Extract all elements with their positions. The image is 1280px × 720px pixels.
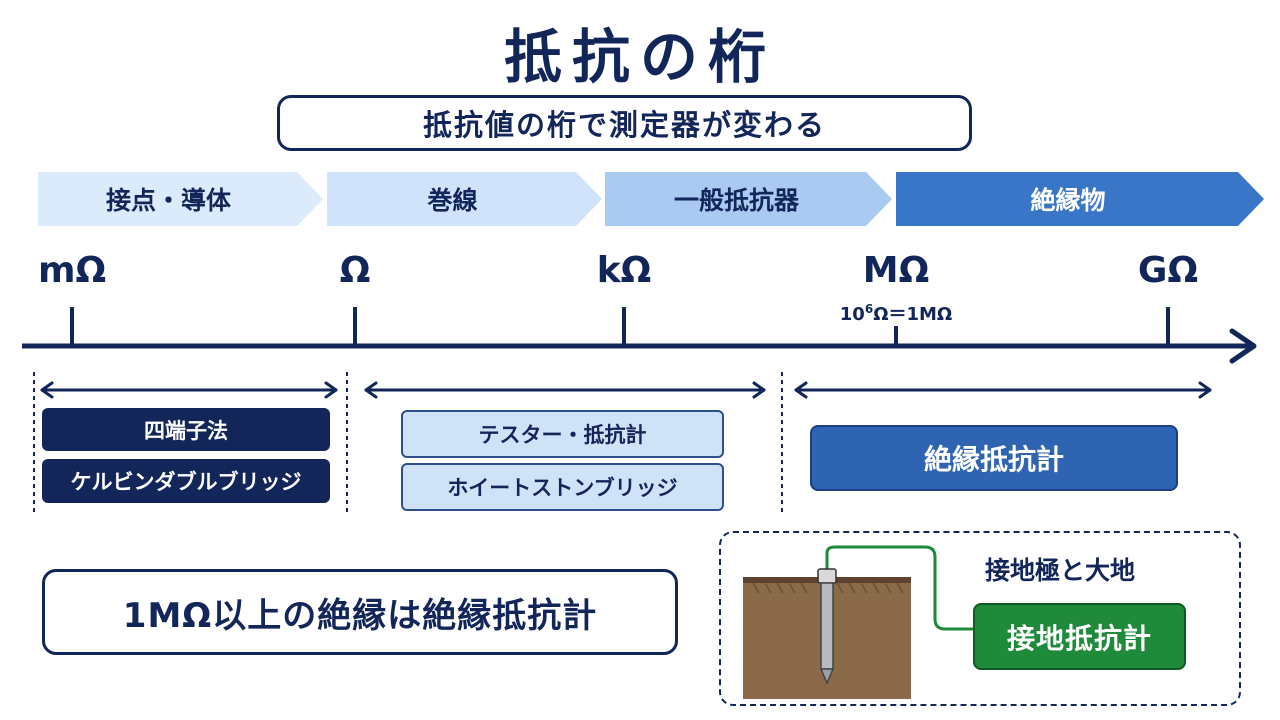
unit-milliohm: mΩ [37, 250, 107, 291]
ground-wire [825, 545, 977, 631]
unit-gigaohm: GΩ [1137, 250, 1199, 291]
range-arrow-high [794, 381, 1212, 399]
range-arrow-mid [364, 381, 766, 399]
category-label: 絶縁物 [1030, 186, 1106, 215]
unit-megaohm: MΩ [862, 250, 930, 291]
method-four-terminal: 四端子法 [42, 408, 330, 451]
megaohm-note: 106Ω＝1MΩ [840, 300, 952, 326]
method-tester: テスター・抵抗計 [401, 410, 724, 458]
axis-line [22, 328, 1257, 364]
ground-rod-icon [817, 568, 837, 685]
ground-resistance-meter: 接地抵抗計 [973, 603, 1186, 670]
axis-arrowhead [1229, 328, 1257, 364]
page-title: 抵抗の桁 [503, 23, 776, 91]
unit-kiloohm: kΩ [596, 250, 652, 291]
conclusion-box: 1MΩ以上の絶縁は絶縁抵抗計 [42, 569, 678, 655]
note-rest: Ω＝1MΩ [873, 304, 953, 325]
category-windings: 巻線 [327, 172, 602, 226]
category-label: 一般抵抗器 [673, 186, 799, 215]
method-insulation-tester: 絶縁抵抗計 [810, 425, 1178, 491]
note-exponent: 6 [864, 302, 874, 316]
category-label: 接点・導体 [105, 186, 231, 215]
ground-electrode-illustration [743, 545, 977, 699]
grounding-panel [719, 531, 1241, 706]
method-kelvin-double-bridge: ケルビンダブルブリッジ [42, 459, 330, 503]
range-arrow-low [40, 381, 338, 399]
category-label: 巻線 [427, 186, 478, 215]
subtitle-box: 抵抗値の桁で測定器が変わる [277, 95, 972, 151]
unit-ohm: Ω [339, 250, 371, 291]
category-resistors: 一般抵抗器 [605, 172, 892, 226]
category-insulators: 絶縁物 [896, 172, 1264, 226]
category-contacts: 接点・導体 [38, 172, 323, 226]
note-base: 10 [839, 304, 865, 325]
ground-title: 接地極と大地 [985, 556, 1136, 585]
method-wheatstone-bridge: ホイートストンブリッジ [401, 463, 724, 511]
